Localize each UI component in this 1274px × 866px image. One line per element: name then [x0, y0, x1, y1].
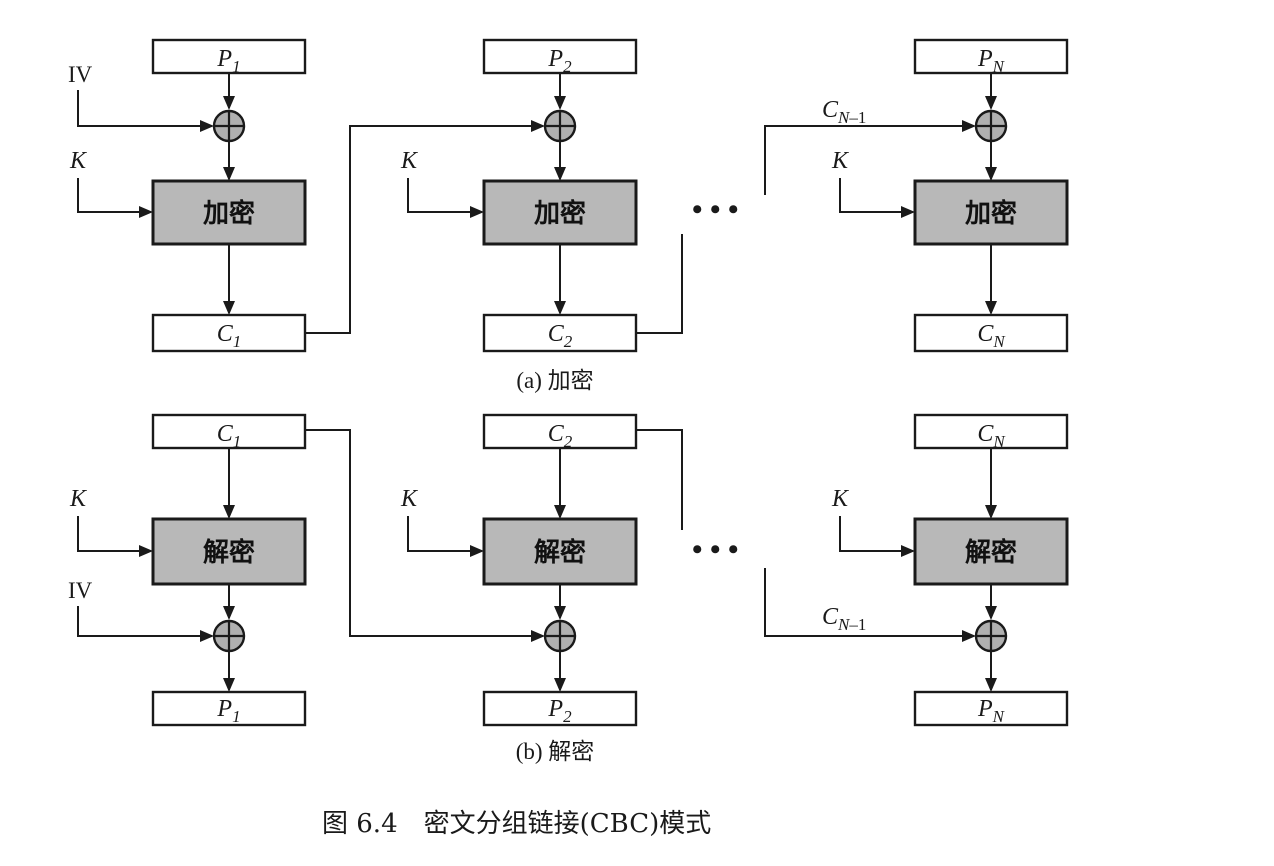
enc-chain-c1 — [305, 120, 545, 334]
enc-block-2: 加密 — [482, 179, 638, 246]
dec-block-1: 解密 — [151, 517, 307, 586]
dec-block-2-label: 解密 — [534, 537, 586, 568]
svg-text:P1: P1 — [216, 46, 240, 76]
dec-chain-cn1 — [764, 568, 976, 642]
decryption-diagram: C1 C2 CN 解密 解密 解密 K K K — [68, 413, 1069, 764]
dec-output-p1-base: P — [216, 696, 232, 722]
enc-iv-label: IV — [68, 62, 93, 87]
svg-text:P2: P2 — [547, 46, 572, 76]
enc-output-cn: CN — [913, 313, 1069, 353]
svg-text:PN: PN — [977, 696, 1006, 726]
enc-xor-1 — [212, 109, 246, 143]
dec-xor-1 — [212, 619, 246, 653]
encryption-diagram: P1 P2 PN IV — [68, 38, 1069, 393]
dec-input-cn: CN — [913, 413, 1069, 451]
dec-output-p2: P2 — [482, 690, 638, 727]
enc-key-label-n: K — [831, 148, 850, 174]
enc-input-p1-sub: 1 — [232, 57, 241, 76]
dec-xor-2 — [543, 619, 577, 653]
svg-text:C2: C2 — [548, 321, 573, 351]
enc-xor-n — [974, 109, 1008, 143]
dec-output-pn-sub: N — [992, 707, 1006, 726]
enc-block-n: 加密 — [913, 179, 1069, 246]
enc-xor-2 — [543, 109, 577, 143]
dec-block-1-label: 解密 — [203, 537, 255, 568]
svg-text:P2: P2 — [547, 696, 572, 726]
enc-block-1: 加密 — [151, 179, 307, 246]
dec-caption: (b) 解密 — [516, 739, 595, 764]
dec-output-pn: PN — [913, 690, 1069, 727]
enc-input-p1-base: P — [216, 46, 232, 72]
dec-ellipsis: • • • — [692, 533, 739, 566]
enc-input-p2-base: P — [547, 46, 563, 72]
enc-key-label-1: K — [69, 148, 88, 174]
enc-block-2-label: 加密 — [534, 198, 586, 229]
enc-output-cn-base: C — [977, 321, 994, 347]
enc-input-p2-sub: 2 — [563, 57, 572, 76]
svg-text:C1: C1 — [217, 321, 242, 351]
dec-input-cn-sub: N — [992, 432, 1006, 451]
enc-input-p2: P2 — [482, 38, 638, 76]
dec-key-label-2: K — [400, 486, 419, 512]
enc-output-c1-base: C — [217, 321, 234, 347]
enc-input-p1: P1 — [151, 38, 307, 76]
dec-xor-n — [974, 619, 1008, 653]
svg-text:CN: CN — [977, 321, 1006, 351]
dec-input-c1: C1 — [151, 413, 307, 451]
enc-output-c1: C1 — [151, 313, 307, 353]
enc-output-c2: C2 — [482, 313, 638, 353]
dec-chain-c1 — [305, 429, 545, 642]
svg-text:CN: CN — [977, 421, 1006, 451]
figure-caption: 图 6.4 密文分组链接(CBC)模式 — [322, 809, 711, 839]
dec-input-c1-base: C — [217, 421, 234, 447]
enc-block-1-label: 加密 — [203, 198, 255, 229]
enc-output-c2-sub: 2 — [564, 332, 573, 351]
dec-output-p1: P1 — [151, 690, 307, 727]
enc-caption: (a) 加密 — [516, 368, 593, 393]
dec-key-label-n: K — [831, 486, 850, 512]
dec-input-c2-sub: 2 — [564, 432, 573, 451]
dec-output-p1-sub: 1 — [232, 707, 241, 726]
enc-input-pn-base: P — [977, 46, 993, 72]
enc-output-c1-sub: 1 — [233, 332, 242, 351]
enc-chain-label: CN–1 — [822, 97, 866, 127]
dec-input-c2-base: C — [548, 421, 565, 447]
dec-block-n-label: 解密 — [965, 537, 1017, 568]
dec-output-p2-base: P — [547, 696, 563, 722]
svg-text:P1: P1 — [216, 696, 240, 726]
dec-output-pn-base: P — [977, 696, 993, 722]
enc-key-label-2: K — [400, 148, 419, 174]
dec-input-c1-sub: 1 — [233, 432, 242, 451]
dec-input-cn-base: C — [977, 421, 994, 447]
enc-input-pn-sub: N — [992, 57, 1006, 76]
enc-output-cn-sub: N — [992, 332, 1006, 351]
dec-chain-c2 — [636, 429, 683, 530]
enc-output-c2-base: C — [548, 321, 565, 347]
enc-input-pn: PN — [913, 38, 1069, 76]
svg-text:C1: C1 — [217, 421, 242, 451]
dec-output-p2-sub: 2 — [563, 707, 572, 726]
enc-ellipsis: • • • — [692, 193, 739, 226]
svg-text:C2: C2 — [548, 421, 573, 451]
svg-text:PN: PN — [977, 46, 1006, 76]
dec-block-2: 解密 — [482, 517, 638, 586]
dec-iv-label: IV — [68, 578, 93, 603]
enc-block-n-label: 加密 — [965, 198, 1017, 229]
dec-block-n: 解密 — [913, 517, 1069, 586]
enc-chain-c2 — [636, 234, 683, 334]
dec-input-c2: C2 — [482, 413, 638, 451]
enc-chain-cn1 — [764, 120, 976, 195]
dec-key-label-1: K — [69, 486, 88, 512]
dec-chain-label: CN–1 — [822, 604, 866, 634]
